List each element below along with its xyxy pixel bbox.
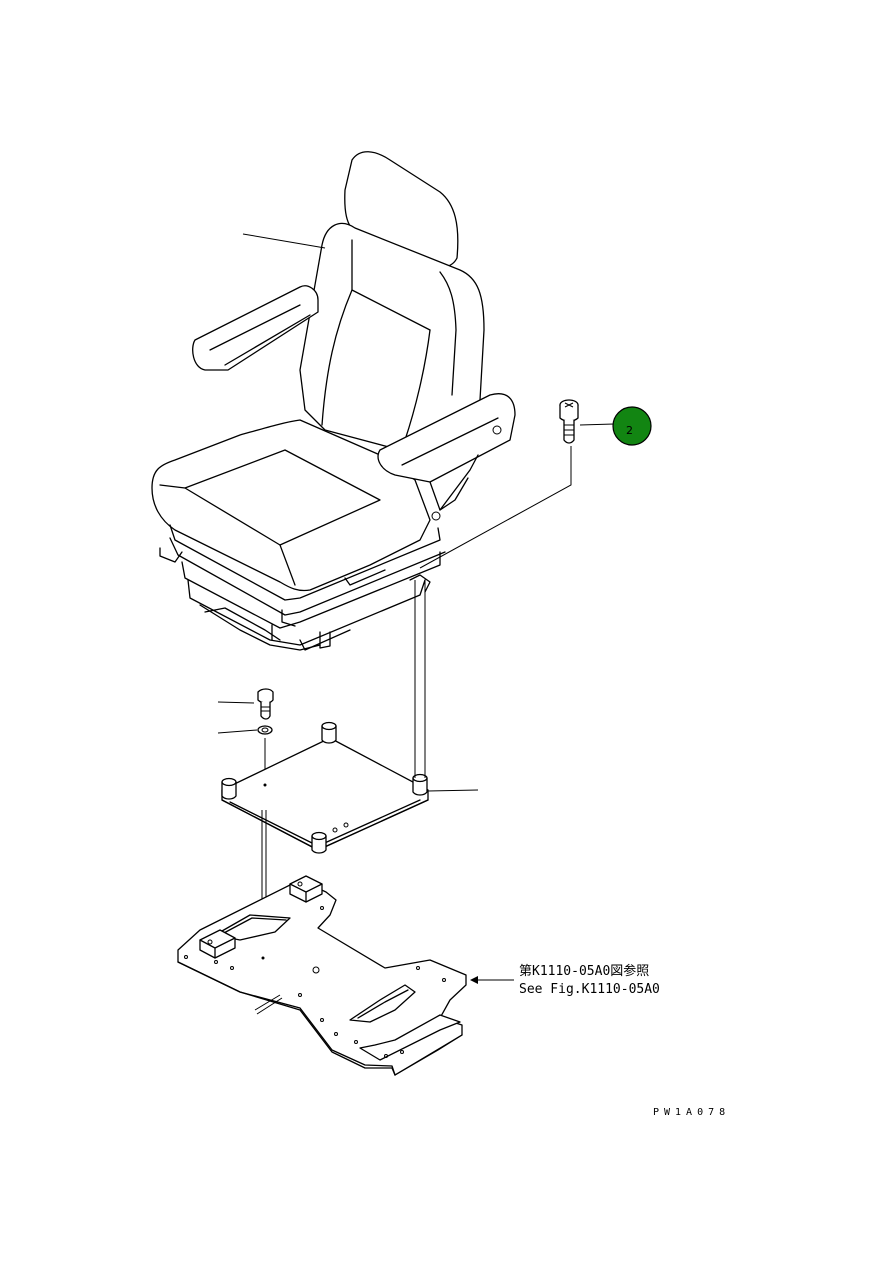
callout-2[interactable]: 2 [612,406,652,446]
figure-reference: 第K1110-05A0図参照 See Fig.K1110-05A0 [519,963,660,997]
mounting-plate[interactable] [221,721,479,854]
callout-2-bubble[interactable] [612,406,652,446]
reference-en: See Fig.K1110-05A0 [519,982,660,997]
bolt[interactable] [217,688,274,720]
cap-screw[interactable] [419,399,615,569]
reference-jp: 第K1110-05A0図参照 [519,963,649,979]
seat-assembly[interactable] [151,151,516,651]
drawing-code: PW1A078 [653,1107,730,1118]
washer[interactable] [217,725,273,735]
floor-frame[interactable] [177,875,514,1076]
callout-2-number: 2 [626,424,633,437]
